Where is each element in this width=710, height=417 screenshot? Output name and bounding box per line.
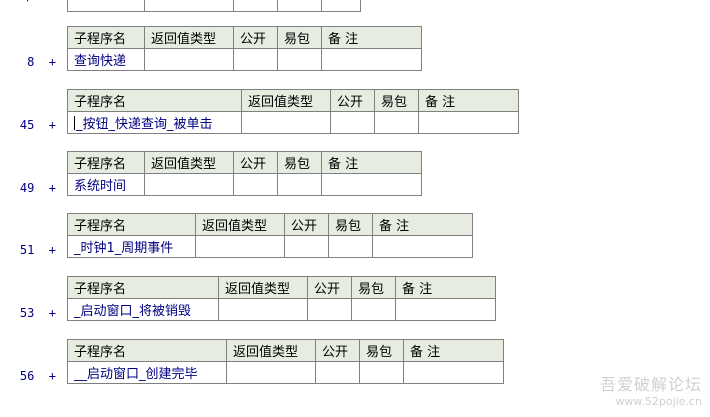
return-type-cell[interactable] [195,235,285,258]
watermark-url: www.52pojie.cn [615,395,702,408]
note-cell[interactable] [403,361,504,384]
header-public: 公开 [284,213,329,236]
previous-line-marker: + [24,0,31,5]
public-cell[interactable] [315,361,360,384]
header-public: 公开 [233,151,278,174]
header-easy-package: 易包 [359,339,404,362]
previous-table-bottom [67,0,361,12]
easy-package-cell[interactable] [328,235,373,258]
header-return-type: 返回值类型 [226,339,316,362]
sub-name-cell[interactable]: _按钮_快递查询_被单击 [67,111,242,134]
sub-name-cell[interactable]: 查询快递 [67,48,145,71]
return-type-cell[interactable] [226,361,316,384]
header-easy-package: 易包 [277,151,322,174]
line-number: 49 + [19,181,56,195]
subroutine-table: 子程序名 返回值类型 公开 易包 备 注 __启动窗口_创建完毕 [67,339,504,384]
note-cell[interactable] [418,111,519,134]
easy-package-cell[interactable] [359,361,404,384]
line-number: 51 + [19,243,56,257]
header-sub-name: 子程序名 [67,26,145,49]
text-cursor [74,116,75,130]
header-easy-package: 易包 [374,89,419,112]
public-cell[interactable] [233,173,278,196]
header-note: 备 注 [321,26,422,49]
public-cell[interactable] [307,298,352,321]
header-note: 备 注 [418,89,519,112]
subroutine-table: 子程序名 返回值类型 公开 易包 备 注 _启动窗口_将被销毁 [67,276,496,321]
header-easy-package: 易包 [277,26,322,49]
header-note: 备 注 [395,276,496,299]
sub-name-text: _按钮_快递查询_被单击 [76,117,213,132]
header-note: 备 注 [403,339,504,362]
watermark-title: 吾爱破解论坛 [599,375,702,394]
note-cell[interactable] [395,298,496,321]
line-number: 8 + [27,55,56,69]
header-sub-name: 子程序名 [67,213,196,236]
sub-name-cell[interactable]: __启动窗口_创建完毕 [67,361,227,384]
header-easy-package: 易包 [351,276,396,299]
note-cell[interactable] [372,235,473,258]
return-type-cell[interactable] [218,298,308,321]
sub-name-cell[interactable]: 系统时间 [67,173,145,196]
header-note: 备 注 [372,213,473,236]
header-public: 公开 [307,276,352,299]
header-return-type: 返回值类型 [241,89,331,112]
subroutine-table: 子程序名 返回值类型 公开 易包 备 注 _时钟1_周期事件 [67,213,473,258]
return-type-cell[interactable] [241,111,331,134]
subroutine-table: 子程序名 返回值类型 公开 易包 备 注 系统时间 [67,151,422,196]
public-cell[interactable] [284,235,329,258]
header-return-type: 返回值类型 [195,213,285,236]
return-type-cell[interactable] [144,173,234,196]
public-cell[interactable] [233,48,278,71]
header-note: 备 注 [321,151,422,174]
sub-name-cell[interactable]: _启动窗口_将被销毁 [67,298,219,321]
subroutine-table: 子程序名 返回值类型 公开 易包 备 注 查询快递 [67,26,422,71]
easy-package-cell[interactable] [374,111,419,134]
header-sub-name: 子程序名 [67,276,219,299]
line-number: 45 + [19,118,56,132]
line-number: 56 + [19,369,56,383]
return-type-cell[interactable] [144,48,234,71]
header-easy-package: 易包 [328,213,373,236]
note-cell[interactable] [321,173,422,196]
header-sub-name: 子程序名 [67,151,145,174]
header-return-type: 返回值类型 [144,151,234,174]
header-sub-name: 子程序名 [67,339,227,362]
public-cell[interactable] [330,111,375,134]
header-return-type: 返回值类型 [144,26,234,49]
sub-name-cell[interactable]: _时钟1_周期事件 [67,235,196,258]
header-sub-name: 子程序名 [67,89,242,112]
subroutine-table: 子程序名 返回值类型 公开 易包 备 注 _按钮_快递查询_被单击 [67,89,519,134]
line-number: 53 + [19,306,56,320]
easy-package-cell[interactable] [277,48,322,71]
note-cell[interactable] [321,48,422,71]
header-public: 公开 [315,339,360,362]
header-public: 公开 [233,26,278,49]
header-return-type: 返回值类型 [218,276,308,299]
header-public: 公开 [330,89,375,112]
easy-package-cell[interactable] [277,173,322,196]
easy-package-cell[interactable] [351,298,396,321]
